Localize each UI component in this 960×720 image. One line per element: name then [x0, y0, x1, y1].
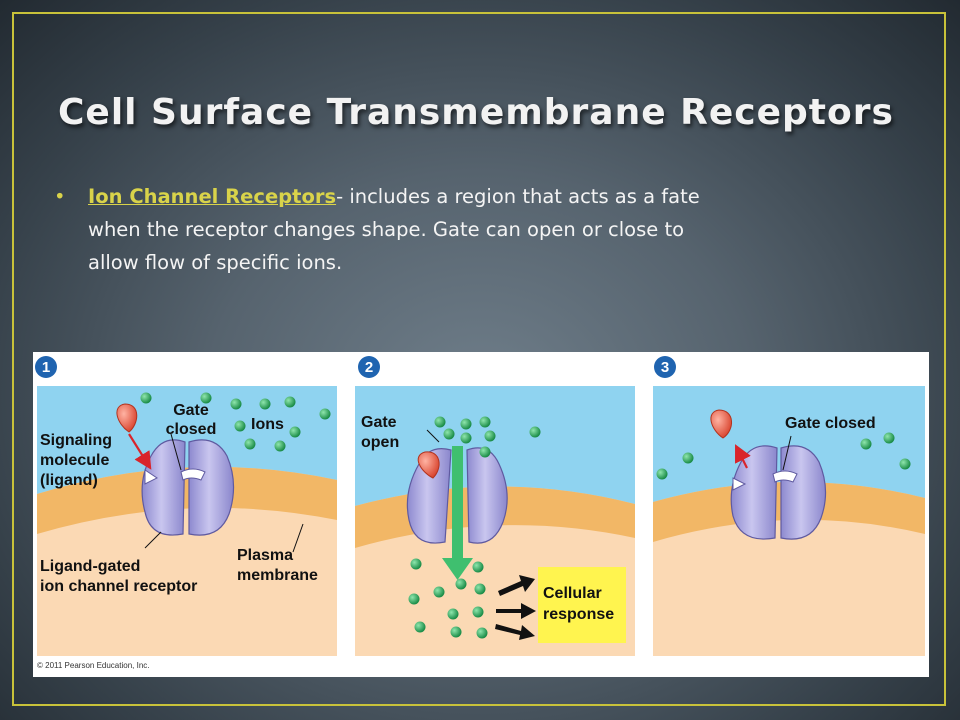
panel-2-response-label-2: response [543, 606, 614, 623]
panel-1-plasma-label-1: Plasma [237, 547, 293, 564]
panel-3-gate-leader [782, 435, 792, 471]
panel-2-number: 2 [365, 359, 373, 376]
panel-3-receptor [730, 445, 827, 540]
panel-3-number: 3 [661, 359, 669, 376]
panel-1-ligand [116, 403, 138, 433]
panel-1-gate-label-1: Gate [173, 402, 209, 419]
panel-1-membrane [37, 466, 337, 534]
panel-2-response-label-1: Cellular [543, 585, 602, 602]
panel-1: 1 Gate closed Ions Signaling molecule (l… [35, 356, 337, 670]
panel-1-gate-label-2: closed [166, 421, 217, 438]
panel-1-signal-label-3: (ligand) [40, 472, 98, 489]
panel-1-plasma-label-2: membrane [237, 567, 318, 584]
bullet-point: • Ion Channel Receptors- includes a regi… [54, 180, 884, 279]
panel-2-ligand [417, 451, 440, 479]
copyright-text: © 2011 Pearson Education, Inc. [37, 661, 149, 670]
bullet-line-1-rest: - includes a region that acts as a fate [336, 185, 700, 208]
slide-title: Cell Surface Transmembrane Receptors [58, 92, 894, 133]
bullet-line-3: allow flow of specific ions. [88, 251, 343, 274]
panel-1-ions [140, 392, 331, 452]
term-ion-channel-receptors: Ion Channel Receptors [88, 185, 337, 208]
panel-2-response-box [538, 567, 626, 643]
panel-2-receptor [406, 447, 508, 544]
bullet-line-1: Ion Channel Receptors- includes a region… [64, 180, 884, 213]
panel-1-signal-label-2: molecule [40, 452, 109, 469]
panel-2-gate-leader [426, 429, 440, 443]
bullet-dot-icon: • [54, 185, 66, 208]
panel-2-ions-outside [434, 416, 541, 458]
panel-2-response-arrows [495, 575, 536, 640]
bullet-line-2: when the receptor changes shape. Gate ca… [88, 218, 685, 241]
panel-3-ions [656, 432, 911, 480]
panel-1-plasma-leader [292, 523, 304, 553]
panel-1-gate-leader [170, 433, 182, 471]
panel-3-ligand [710, 409, 732, 439]
panel-2-number-badge [358, 356, 380, 378]
panel-1-number-badge [35, 356, 57, 378]
panel-2-flow-arrow-head [442, 558, 473, 580]
ion-channel-figure: 1 Gate closed Ions Signaling molecule (l… [33, 352, 929, 677]
panel-2-ions-inside [408, 558, 488, 639]
panel-1-number: 1 [42, 359, 50, 376]
panel-1-ligand-arrow [128, 433, 152, 470]
panel-2-flow-arrow-shaft [452, 446, 463, 560]
panel-1-receptor-label-2: ion channel receptor [40, 578, 197, 595]
panel-3-gate-label: Gate closed [785, 415, 876, 432]
slide-frame [12, 12, 946, 706]
panel-1-extracellular [37, 386, 337, 494]
panel-1-receptor-label-1: Ligand-gated [40, 558, 140, 575]
panel-3-ligand-arrow [735, 444, 751, 469]
panel-1-signal-label-1: Signaling [40, 432, 112, 449]
panel-1-ions-label: Ions [251, 416, 284, 433]
panel-1-receptor [141, 439, 235, 536]
panel-2-gate-label-2: open [361, 434, 399, 451]
panel-2-gate-label-1: Gate [361, 414, 397, 431]
panel-2: 2 Gate open Cellular response [355, 356, 635, 656]
panel-1-receptor-leader [144, 531, 162, 549]
panel-3-number-badge [654, 356, 676, 378]
panel-3: 3 Gate closed [653, 356, 925, 656]
